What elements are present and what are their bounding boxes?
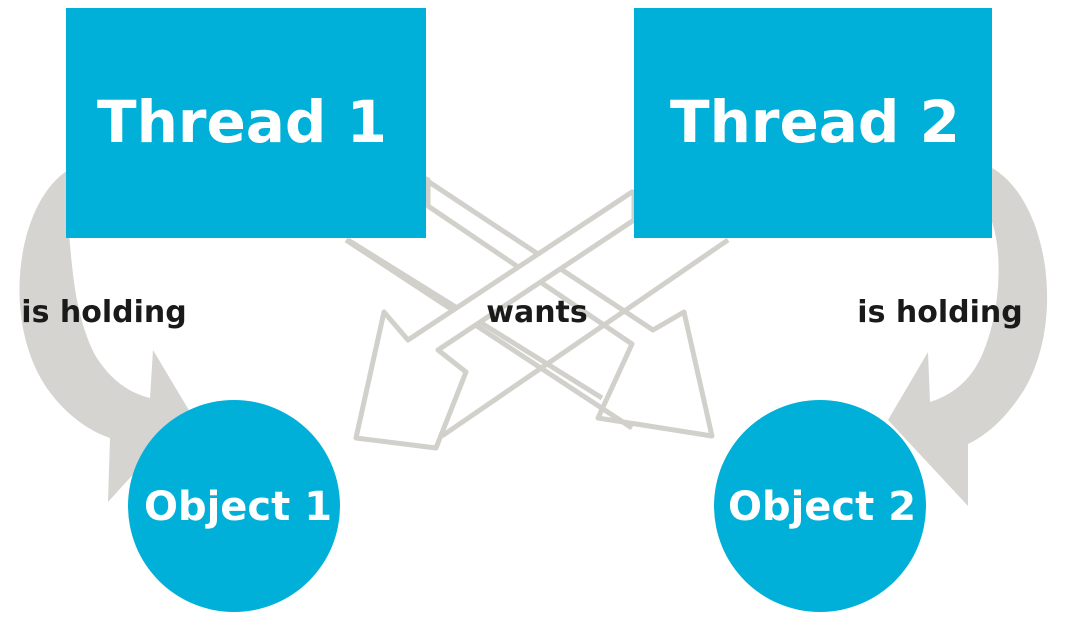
edge-label-right-holding: is holding bbox=[857, 295, 1022, 330]
object2-label: Object 2 bbox=[728, 484, 916, 530]
object2-node: Object 2 bbox=[714, 400, 926, 612]
holding-arrow-right bbox=[888, 168, 1048, 506]
object1-label: Object 1 bbox=[144, 484, 332, 530]
wants-arrow-thread1-to-object2-shaft bbox=[344, 237, 634, 431]
thread1-label: Thread 1 bbox=[97, 88, 387, 156]
holding-arrow-left bbox=[19, 170, 191, 502]
object1-node: Object 1 bbox=[128, 400, 340, 612]
thread2-label: Thread 2 bbox=[670, 88, 960, 156]
edge-label-wants: wants bbox=[486, 295, 588, 330]
wants-arrow-thread2-to-object1-shaft bbox=[440, 237, 730, 439]
thread2-node: Thread 2 bbox=[634, 8, 992, 238]
edge-label-left-holding: is holding bbox=[21, 295, 186, 330]
thread1-node: Thread 1 bbox=[66, 8, 426, 238]
wants-arrow-thread2-to-object1 bbox=[353, 189, 637, 451]
